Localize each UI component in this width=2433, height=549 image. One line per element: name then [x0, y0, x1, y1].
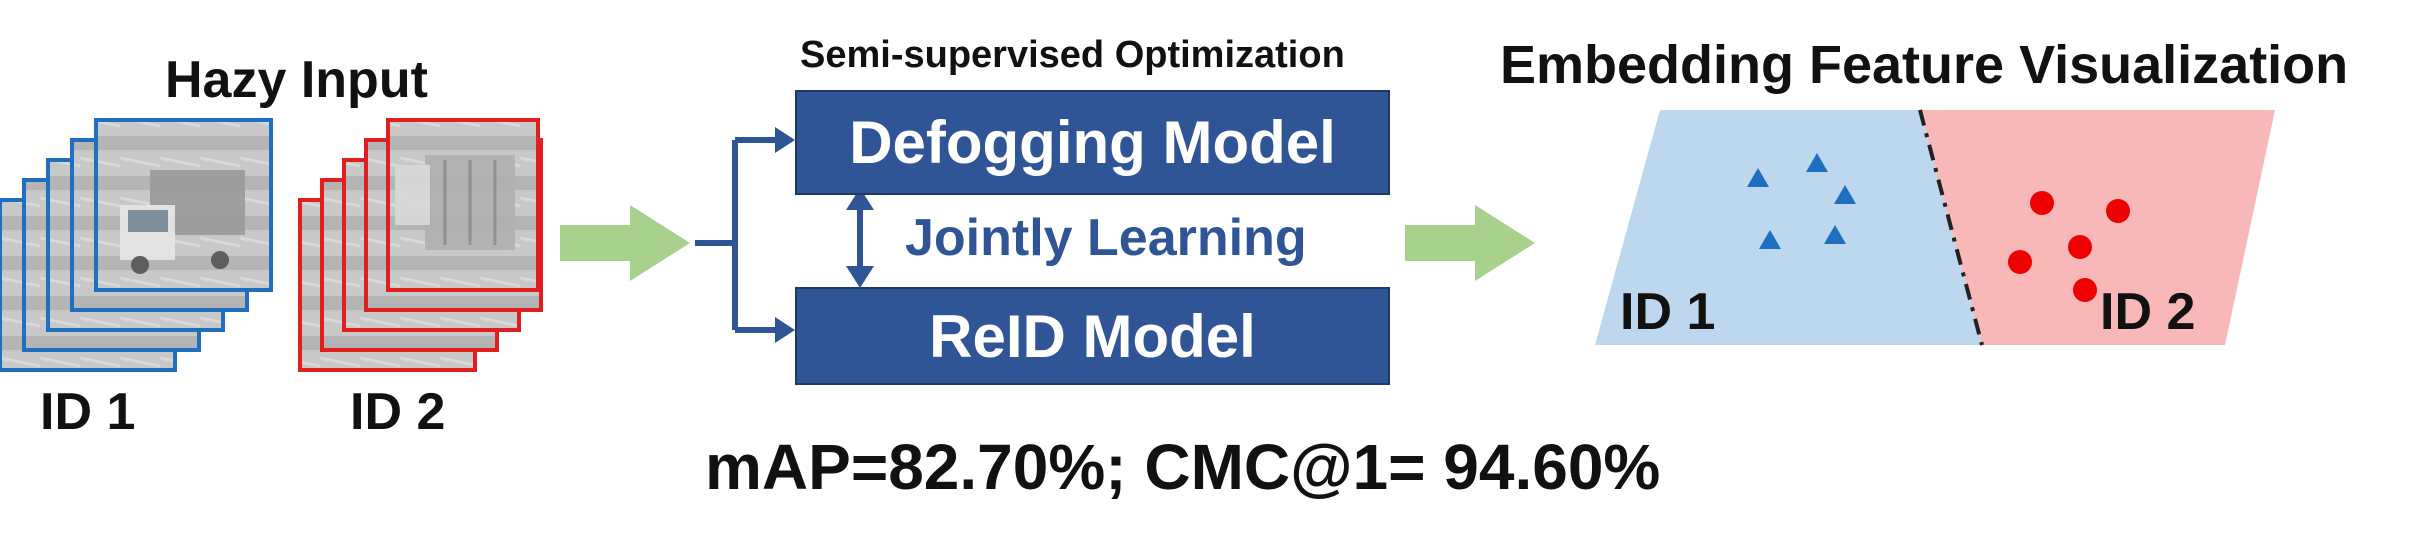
decision-boundary	[1918, 109, 1984, 346]
triangle-marker	[1834, 185, 1856, 204]
output-arrow	[1405, 205, 1535, 281]
bracket-arrow-bottom	[775, 317, 795, 343]
bracket-connector	[695, 137, 775, 333]
triangle-marker	[1747, 168, 1769, 187]
jointly-learning-label: Jointly Learning	[905, 209, 1307, 267]
id2-region	[1920, 110, 2275, 345]
dot-marker	[2106, 199, 2130, 223]
id2-dots	[2008, 191, 2130, 302]
truck-image-id2	[395, 155, 515, 250]
dot-marker	[2068, 235, 2092, 259]
viz-id2-label: ID 2	[2100, 283, 2196, 341]
reid-model-box: ReID Model	[795, 287, 1390, 385]
input-arrow	[560, 205, 690, 281]
reid-model-label: ReID Model	[929, 302, 1256, 370]
input-id1-label: ID 1	[40, 383, 136, 441]
id1-region	[1595, 110, 1982, 345]
truck-image-id1	[120, 170, 245, 274]
defogging-model-box: Defogging Model	[795, 90, 1390, 195]
dot-marker	[2073, 278, 2097, 302]
triangle-marker	[1759, 230, 1781, 249]
visualization-title: Embedding Feature Visualization	[1500, 35, 2349, 95]
viz-id1-label: ID 1	[1620, 283, 1716, 341]
defogging-model-label: Defogging Model	[849, 109, 1336, 176]
hazy-input-stacks	[0, 118, 543, 372]
hazy-input-title: Hazy Input	[165, 51, 428, 109]
dot-marker	[2030, 191, 2054, 215]
dot-marker	[2008, 250, 2032, 274]
id1-triangles	[1747, 153, 1856, 249]
optimization-title: Semi-supervised Optimization	[800, 34, 1345, 76]
triangle-marker	[1806, 153, 1828, 172]
metrics-text: mAP=82.70%; CMC@1= 94.60%	[705, 431, 1661, 503]
bracket-arrow-top	[775, 127, 795, 153]
input-id2-label: ID 2	[350, 383, 446, 441]
joint-double-arrow	[846, 188, 874, 288]
triangle-marker	[1824, 225, 1846, 244]
